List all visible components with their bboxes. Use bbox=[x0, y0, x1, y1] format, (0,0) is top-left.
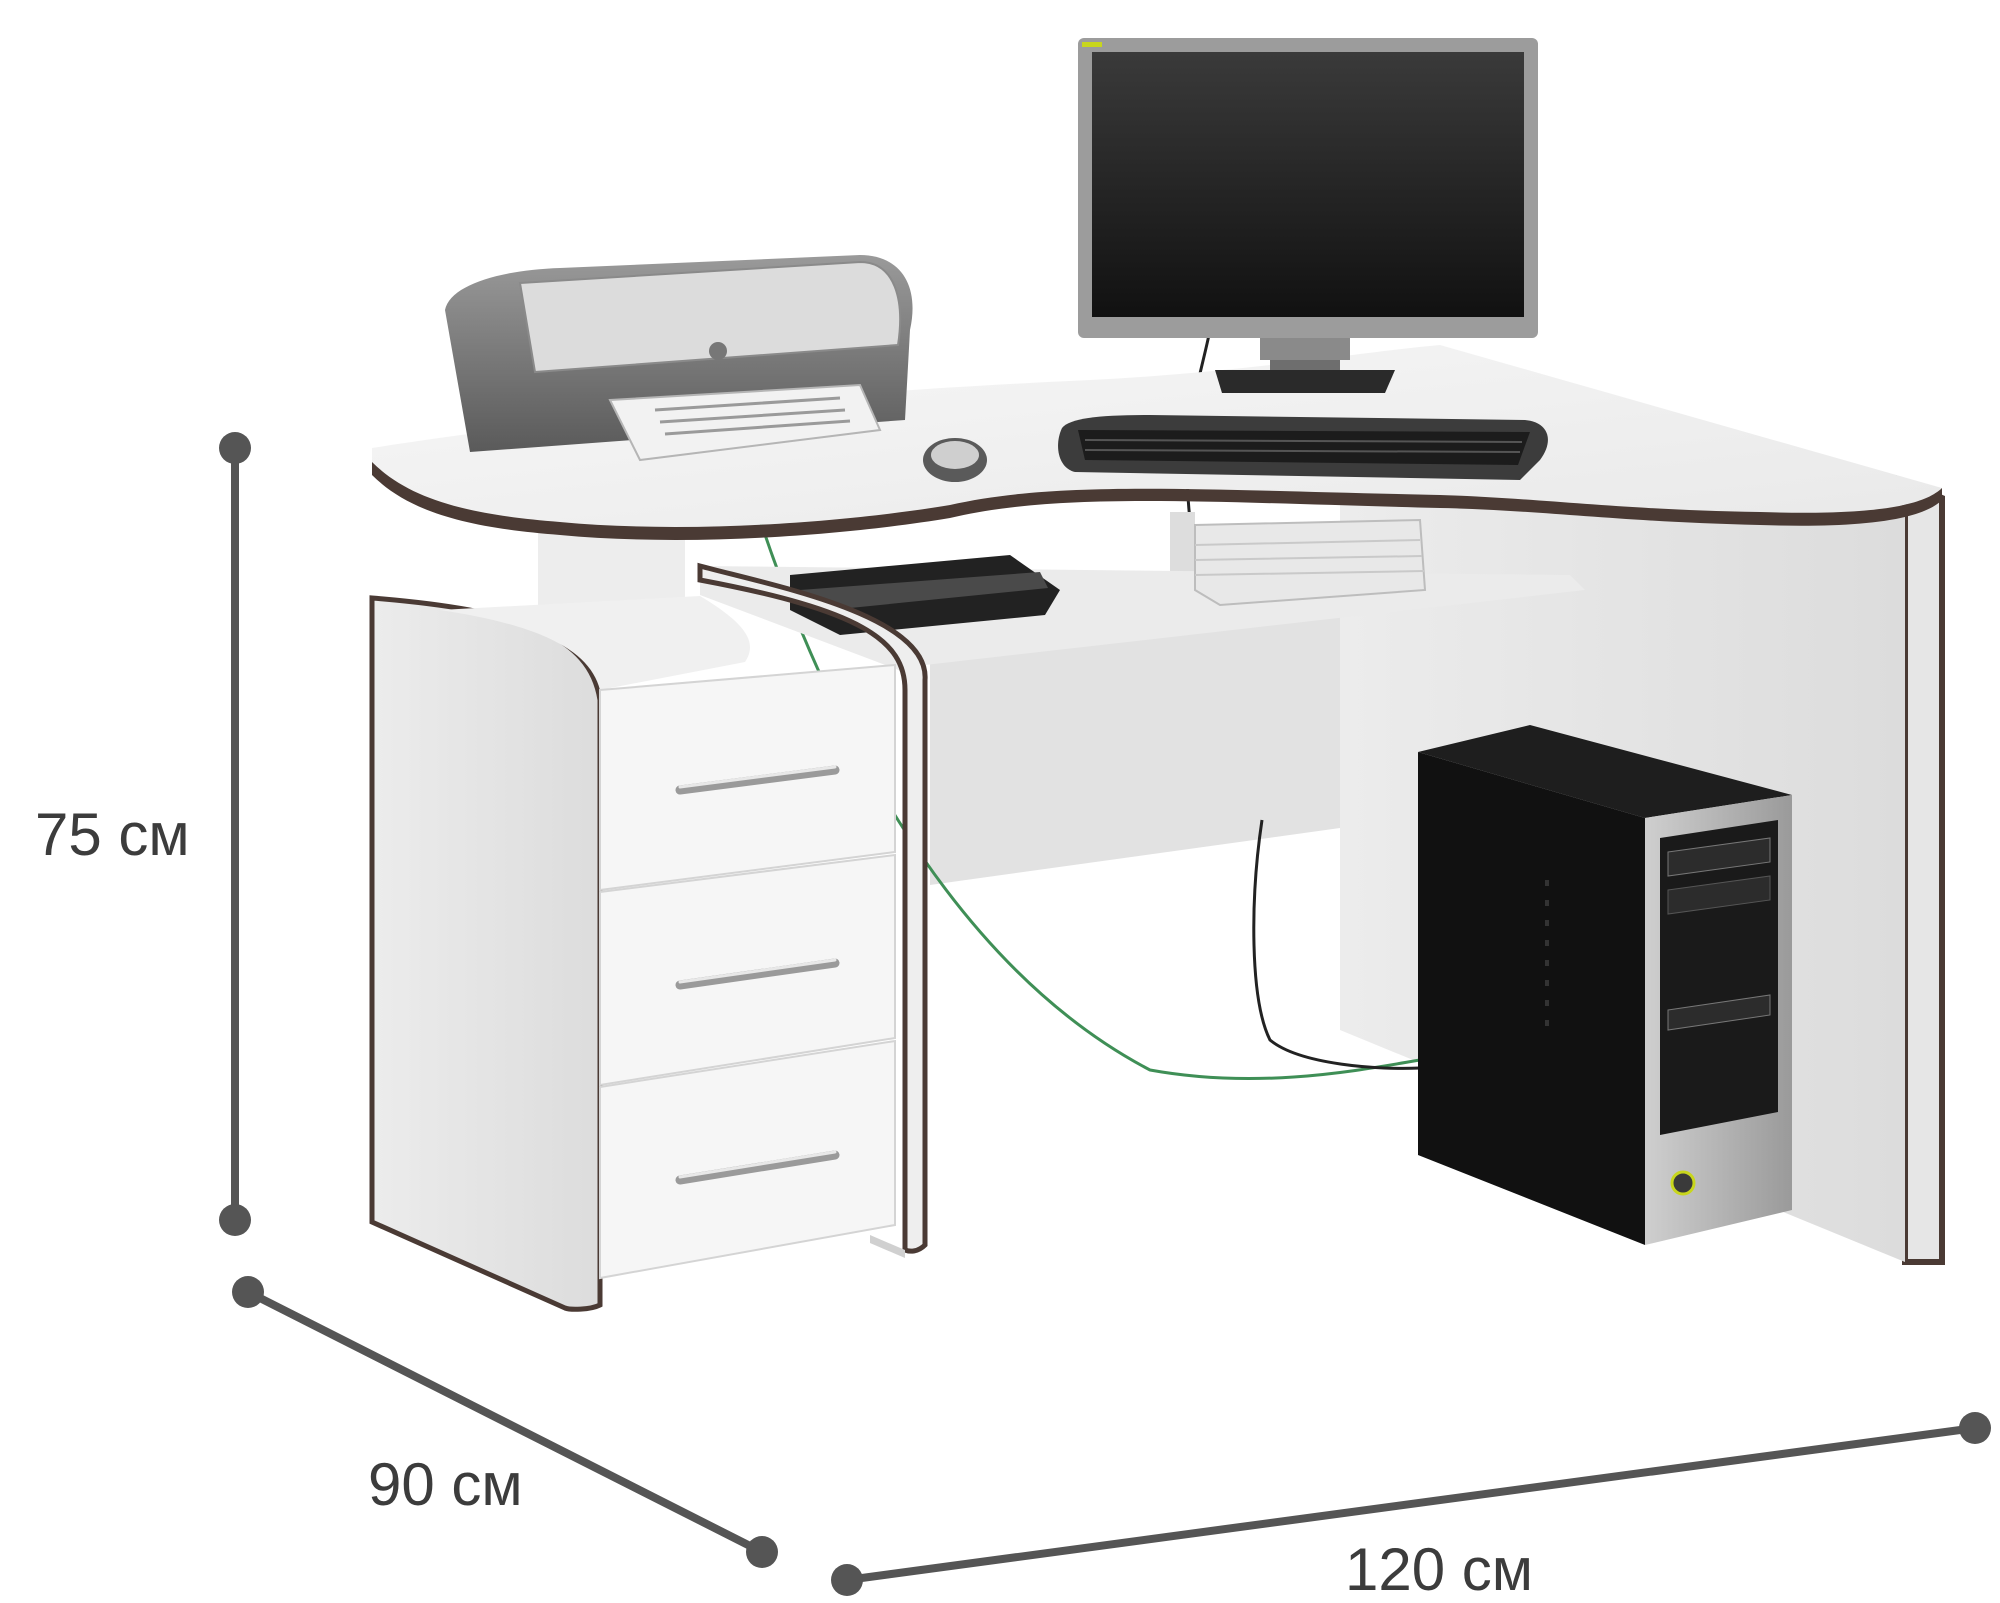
width-label: 120 см bbox=[1345, 1536, 1533, 1603]
pedestal-top bbox=[440, 596, 750, 690]
height-start-marker bbox=[219, 432, 251, 464]
depth-label: 90 см bbox=[368, 1451, 523, 1518]
height-label: 75 см bbox=[35, 801, 190, 868]
desk-right-panel bbox=[1896, 475, 1945, 1265]
desk-top-edge bbox=[372, 462, 1942, 540]
desk-back-panel bbox=[930, 615, 1340, 885]
depth-dimension bbox=[232, 1276, 778, 1568]
pedestal-front-edge bbox=[697, 562, 928, 1254]
mouse-icon bbox=[923, 438, 987, 482]
pedestal-foot bbox=[870, 1235, 905, 1258]
width-end-marker bbox=[1959, 1412, 1991, 1444]
drawer-handle-icon[interactable] bbox=[675, 958, 840, 990]
width-dimension bbox=[831, 1412, 1991, 1596]
monitor-icon bbox=[1078, 38, 1538, 393]
drawer-handle-icon[interactable] bbox=[675, 765, 840, 795]
depth-start-marker bbox=[232, 1276, 264, 1308]
height-end-marker bbox=[219, 1204, 251, 1236]
drawer-middle[interactable] bbox=[599, 853, 896, 1087]
keyboard-icon bbox=[1058, 415, 1548, 480]
drawer-bottom[interactable] bbox=[599, 1039, 896, 1280]
depth-end-marker bbox=[746, 1536, 778, 1568]
pedestal-side bbox=[369, 595, 603, 1312]
drawer-handle-icon[interactable] bbox=[675, 1150, 840, 1185]
pc-tower-icon bbox=[1418, 725, 1792, 1245]
printer-icon bbox=[445, 255, 913, 462]
black-cable bbox=[1252, 819, 1421, 1070]
drawer-stack bbox=[599, 663, 896, 1280]
height-dimension bbox=[219, 432, 251, 1236]
width-start-marker bbox=[831, 1564, 863, 1596]
